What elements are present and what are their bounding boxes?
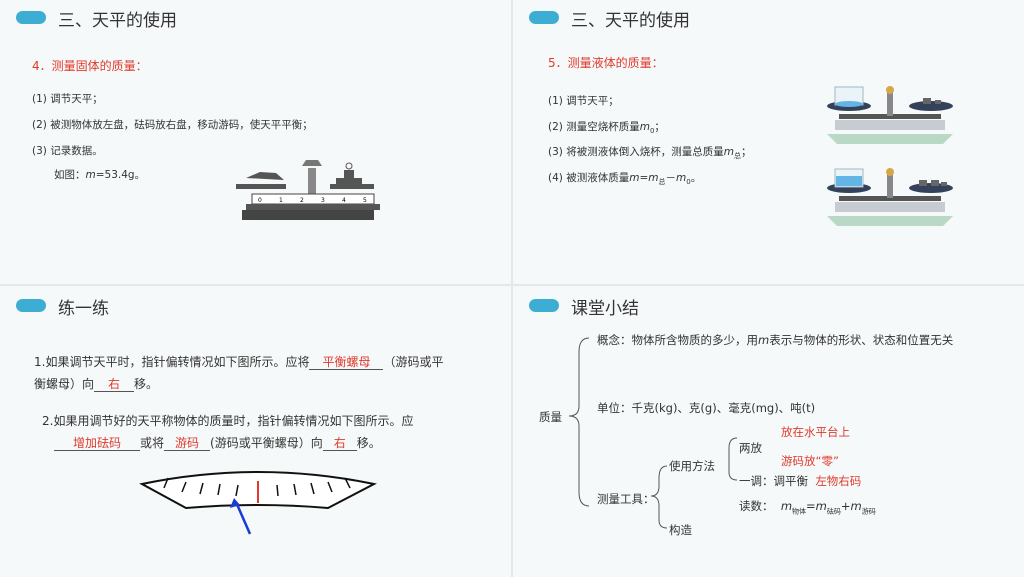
place-rule-2: 游码放“零” xyxy=(781,454,839,468)
adjust-line: 一调：调平衡 左物右码 xyxy=(739,474,862,488)
step-4: (4) 被测液体质量m=m总－m0。 xyxy=(548,172,702,187)
panel-title: 三、天平的使用 xyxy=(571,11,690,31)
panel-title: 练一练 xyxy=(58,299,109,319)
balance-filled-beaker-illustration xyxy=(827,168,953,226)
panel-solid-mass: 三、天平的使用 4．测量固体的质量： (1) 调节天平； (2) 被测物体放左盘… xyxy=(0,0,511,284)
scale-tick-5: 5 xyxy=(363,197,367,204)
question-1-line-1: 1.如果调节天平时，指针偏转情况如下图所示。应将平衡螺母（游码或平 xyxy=(34,355,444,370)
usage-label: 使用方法 xyxy=(669,459,715,473)
scale-tick-0: 0 xyxy=(258,197,262,204)
balance-scale-illustration: 0 1 2 3 4 5 xyxy=(236,160,380,220)
answer-blank: 增加砝码 xyxy=(54,436,140,451)
answer-blank: 右 xyxy=(322,436,357,451)
title-pill xyxy=(16,11,46,24)
step-2: (2) 测量空烧杯质量m0； xyxy=(548,121,665,136)
pointer-dial-diagram xyxy=(139,471,377,535)
units-line: 单位：千克(kg)、克(g)、毫克(mg)、吨(t) xyxy=(597,401,816,415)
read-line: 读数： m物体=m砝码+m游码 xyxy=(739,499,876,516)
answer-blank: 平衡螺母 xyxy=(309,355,384,370)
step-2: (2) 被测物体放左盘，砝码放右盘，移动游码，使天平平衡； xyxy=(32,119,313,131)
two-place-label: 两放 xyxy=(739,441,762,455)
title-pill xyxy=(529,11,559,24)
example-line: 如图：m=53.4g。 xyxy=(54,169,146,181)
answer-blank: 右 xyxy=(94,377,135,392)
section-subtitle: 5．测量液体的质量： xyxy=(548,56,664,70)
question-2-line-1: 2.如果用调节好的天平称物体的质量时，指针偏转情况如下图所示。应 xyxy=(42,414,414,428)
scale-tick-1: 1 xyxy=(279,197,283,204)
panel-practice: 练一练 1.如果调节天平时，指针偏转情况如下图所示。应将平衡螺母（游码或平 衡螺… xyxy=(0,286,511,577)
step-3: (3) 记录数据。 xyxy=(32,145,103,157)
panel-title: 三、天平的使用 xyxy=(58,11,177,31)
scale-tick-3: 3 xyxy=(321,197,325,204)
root-node: 质量 xyxy=(539,410,562,424)
question-1-line-2: 衡螺母）向右移。 xyxy=(34,377,159,392)
panel-summary: 课堂小结 质量 概念：物体所含物质的多少，用m表示与物体的形状、状态和位置无关 … xyxy=(513,286,1024,577)
tool-line: 测量工具： xyxy=(597,492,655,506)
title-pill xyxy=(16,299,46,312)
step-3: (3) 将被测液体倒入烧杯，测量总质量m总； xyxy=(548,146,752,161)
scale-tick-2: 2 xyxy=(300,197,304,204)
scale-tick-4: 4 xyxy=(342,197,346,204)
panel-liquid-mass: 三、天平的使用 5．测量液体的质量： (1) 调节天平； (2) 测量空烧杯质量… xyxy=(513,0,1024,284)
step-1: (1) 调节天平； xyxy=(548,95,619,107)
summary-brace-lines xyxy=(568,337,738,529)
title-pill xyxy=(529,299,559,312)
answer-blank: 游码 xyxy=(164,436,211,451)
balance-empty-beaker-illustration xyxy=(827,86,953,144)
concept-line: 概念：物体所含物质的多少，用m表示与物体的形状、状态和位置无关 xyxy=(597,333,954,347)
section-subtitle: 4．测量固体的质量： xyxy=(32,59,148,73)
step-1: (1) 调节天平； xyxy=(32,93,103,105)
construct-label: 构造 xyxy=(669,523,692,537)
place-rule-1: 放在水平台上 xyxy=(781,425,850,439)
question-2-line-2: 增加砝码或将游码(游码或平衡螺母）向右移。 xyxy=(54,434,381,451)
panel-title: 课堂小结 xyxy=(571,299,639,319)
